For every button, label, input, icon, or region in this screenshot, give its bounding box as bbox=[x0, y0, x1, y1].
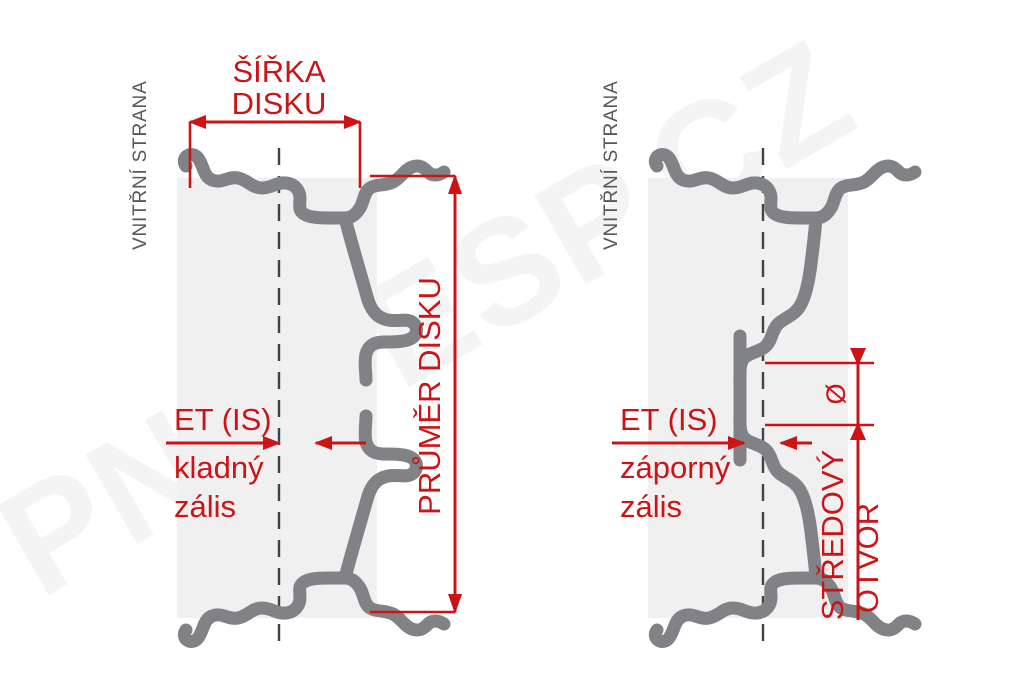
left-rim-profile-bottom bbox=[178, 571, 451, 648]
rim-width-dimension bbox=[188, 115, 362, 188]
left-offset-line1: kladný bbox=[174, 450, 264, 485]
left-wheel-panel bbox=[177, 178, 377, 618]
centre-bore-label-line1: STŘEDOVÝ bbox=[815, 450, 850, 621]
right-offset-dimension bbox=[612, 436, 812, 450]
right-disc-face-bottom bbox=[733, 329, 823, 585]
right-offset-line2: zális bbox=[620, 489, 682, 524]
right-wheel-diagram: ET (IS) záporný zális Ø STŘEDOVÝ OTVO bbox=[600, 80, 922, 650]
left-inner-side-label: VNITŘNÍ STRANA bbox=[129, 80, 151, 250]
bore-diameter-symbol: Ø bbox=[821, 383, 851, 404]
rim-width-label-line2: DISKU bbox=[232, 86, 327, 121]
left-wheel-diagram: ŠÍŘKA DISKU PRŮMĚR DISKU ET (IS) k bbox=[129, 54, 462, 650]
left-disc-face-top bbox=[338, 211, 423, 387]
left-offset-line2: zális bbox=[174, 489, 236, 524]
right-offset-title: ET (IS) bbox=[620, 402, 718, 437]
left-rim-profile-top bbox=[178, 148, 451, 225]
rim-diameter-label: PRŮMĚR DISKU bbox=[411, 277, 447, 515]
right-inner-side-label: VNITŘNÍ STRANA bbox=[600, 80, 622, 250]
left-offset-title: ET (IS) bbox=[174, 402, 272, 437]
centre-bore-dimension bbox=[765, 348, 874, 440]
right-rim-profile-bottom bbox=[649, 571, 922, 648]
right-offset-line1: záporný bbox=[620, 450, 731, 485]
rim-width-label-line1: ŠÍŘKA bbox=[232, 54, 325, 89]
left-disc-face-bottom bbox=[338, 409, 423, 585]
left-offset-dimension bbox=[166, 436, 366, 450]
centre-bore-label-line2: OTVOR bbox=[850, 503, 885, 613]
rim-diameter-dimension bbox=[370, 174, 462, 614]
right-rim-profile-top bbox=[649, 148, 922, 225]
